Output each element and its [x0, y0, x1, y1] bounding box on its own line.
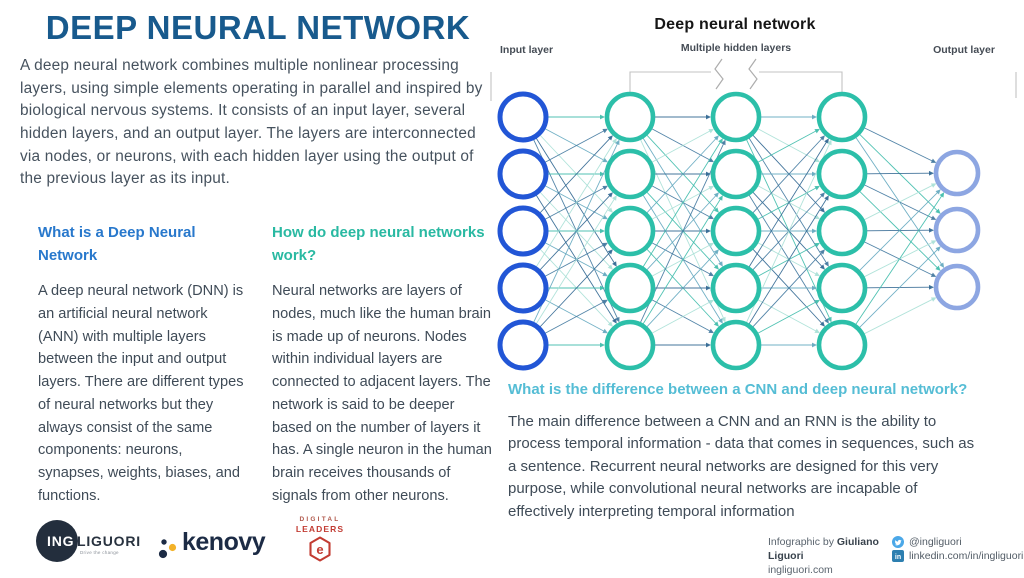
page-title: DEEP NEURAL NETWORK: [45, 9, 471, 46]
kenovy-dots-icon: [158, 539, 177, 559]
section-how-dnn-works: How do deep neural networks work? Neural…: [272, 222, 496, 508]
twitter-handle: @ingliguori: [909, 536, 962, 548]
label-output-layer: Output layer: [933, 44, 995, 56]
website-url: ingliguori.com: [768, 564, 833, 577]
section-what-is-dnn: What is a Deep Neural Network A deep neu…: [38, 222, 252, 508]
credits-block: Infographic by Giuliano Liguori ingliguo…: [768, 535, 896, 578]
twitter-icon: [892, 536, 904, 548]
section-body: A deep neural network (DNN) is an artifi…: [38, 283, 244, 504]
credit-prefix: Infographic by: [768, 536, 834, 548]
credit-line: Infographic by Giuliano Liguori: [768, 535, 896, 563]
section-cnn-difference: What is the difference between a CNN and…: [508, 379, 986, 523]
linkedin-url: linkedin.com/in/ingliguori: [909, 550, 1024, 562]
section-heading: What is the difference between a CNN and…: [508, 381, 968, 398]
author-name: Giuliano Liguori: [768, 536, 879, 563]
hexagon-badge-letter: e: [316, 542, 323, 557]
section-body: The main difference between a CNN and an…: [508, 412, 975, 520]
linkedin-icon: in: [892, 550, 904, 562]
intro-paragraph: A deep neural network combines multiple …: [20, 57, 483, 188]
social-links: @ingliguori in linkedin.com/in/ingliguor…: [892, 535, 1023, 563]
digital-leaders-line1: DIGITAL: [299, 516, 341, 523]
section-heading: What is a Deep Neural Network: [38, 224, 196, 264]
logo-digital-leaders: DIGITAL LEADERS e: [294, 516, 346, 564]
digital-leaders-line2: LEADERS: [295, 524, 345, 534]
linkedin-row: in linkedin.com/in/ingliguori: [892, 549, 1023, 563]
linkedin-icon-label: in: [895, 554, 901, 561]
logo-kenovy: kenovy: [158, 528, 278, 564]
logo-ingliguori: ING LIGUORI Drive the change: [36, 517, 166, 565]
label-input-layer: Input layer: [500, 44, 554, 56]
label-hidden-layers: Multiple hidden layers: [680, 42, 792, 54]
ingliguori-circle-text: ING: [47, 533, 75, 549]
ingliguori-tagline: Drive the change: [80, 550, 119, 555]
twitter-row: @ingliguori: [892, 535, 1023, 549]
hexagon-badge-icon: e: [309, 536, 331, 562]
section-body: Neural networks are layers of nodes, muc…: [272, 283, 492, 504]
section-heading: How do deep neural networks work?: [272, 224, 485, 264]
ingliguori-circle-icon: [36, 520, 78, 562]
kenovy-name: kenovy: [182, 528, 266, 556]
diagram-title: Deep neural network: [654, 16, 816, 33]
ingliguori-name: LIGUORI: [77, 533, 141, 549]
